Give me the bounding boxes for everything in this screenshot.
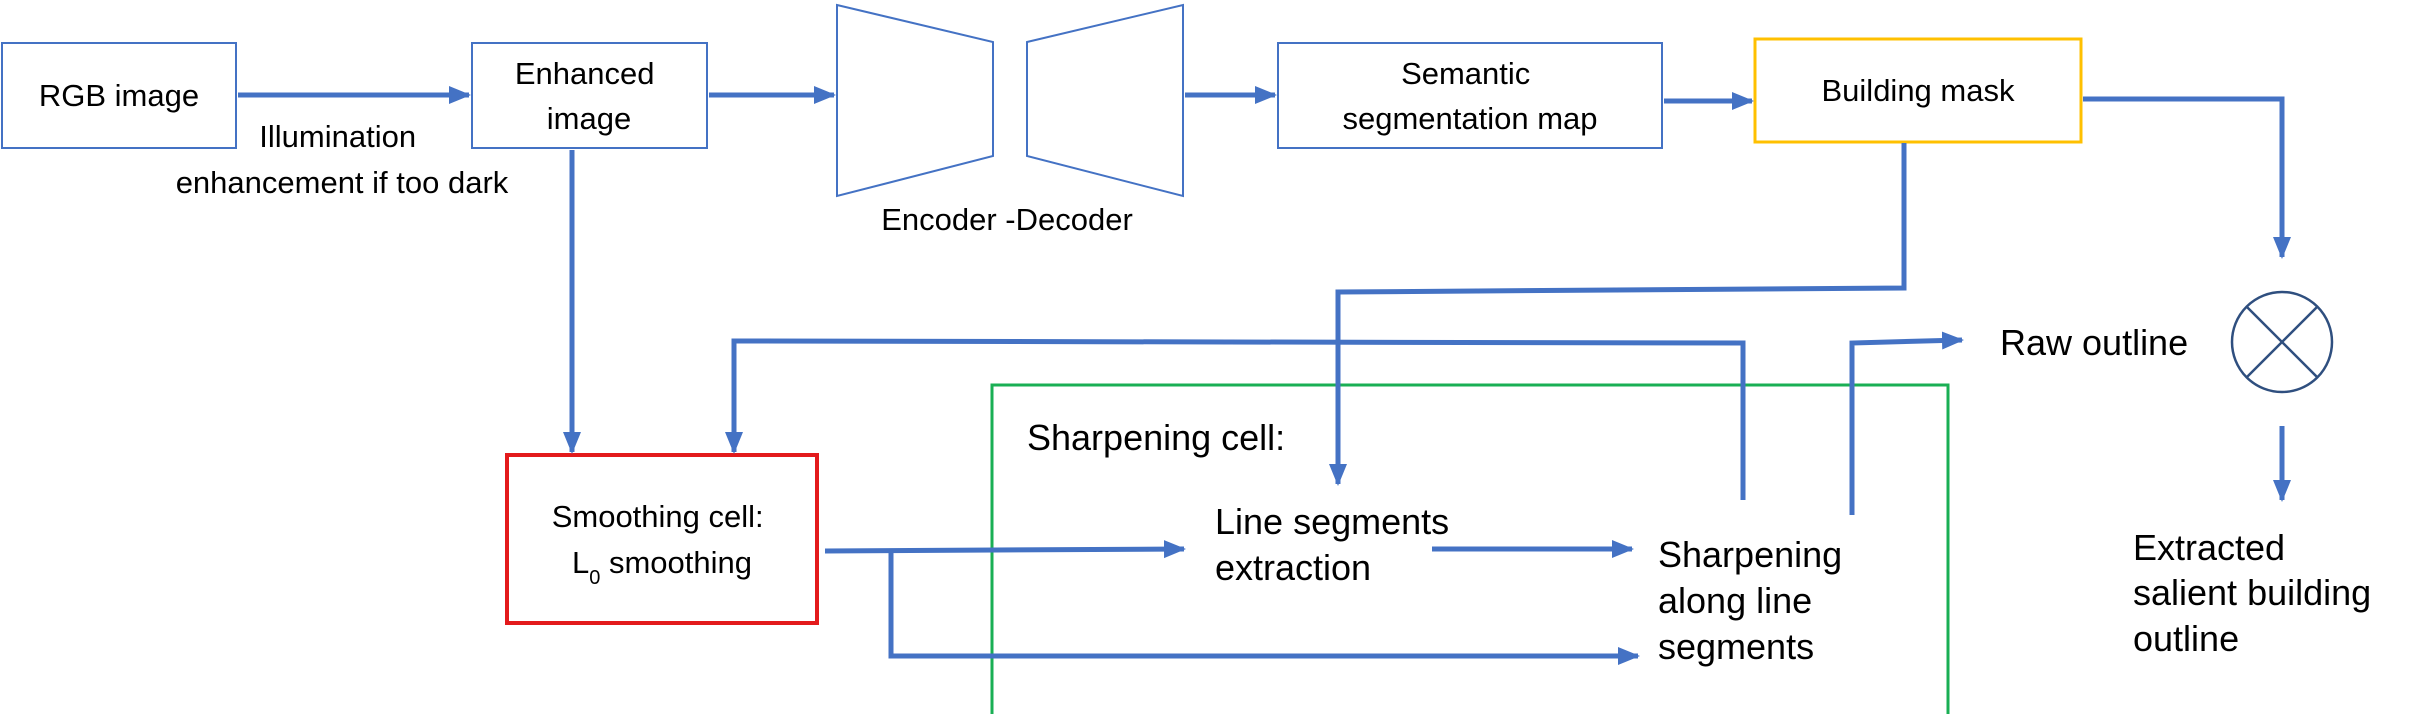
- rgb-image-label: RGB image: [39, 78, 199, 113]
- multiply-operator-icon: [2230, 290, 2334, 394]
- enhanced-image-label: Enhanced image: [515, 56, 663, 136]
- sharpening-cell-label: Sharpening cell:: [1027, 417, 1285, 458]
- line-segments-label: Line segments extraction: [1215, 501, 1459, 588]
- semantic-map-box: [1277, 42, 1663, 149]
- arrow-smoothing-to-sharpening-along: [888, 553, 1640, 665]
- arrow-sharpening-feedback-to-smoothing: [725, 338, 1746, 500]
- raw-outline-label: Raw outline: [2000, 322, 2188, 363]
- rgb-image-box: [1, 42, 237, 149]
- decoder-shape: [1026, 3, 1184, 198]
- building-mask-box: [1753, 37, 2083, 144]
- arrow-mask-to-multiply: [2083, 96, 2291, 259]
- illumination-note: Illumination enhancement if too dark: [176, 119, 509, 200]
- encoder-shape: [836, 3, 994, 198]
- arrow-sharpening-to-raw-outline: [1849, 331, 1964, 515]
- smoothing-cell-label: Smoothing cell: L0 smoothing: [552, 499, 773, 589]
- semantic-map-label: Semantic segmentation map: [1342, 56, 1597, 136]
- building-mask-label: Building mask: [1822, 73, 2015, 108]
- enhanced-image-box: [471, 42, 708, 149]
- arrow-mask-to-line-segments: [1329, 143, 1907, 486]
- extracted-outline-label: Extracted salient building outline: [2133, 527, 2381, 659]
- sharpening-along-label: Sharpening along line segments: [1658, 534, 1852, 667]
- arrow-smoothing-to-line-segments: [824, 540, 1186, 559]
- encoder-decoder-label: Encoder -Decoder: [881, 202, 1133, 237]
- smoothing-cell-box: [505, 453, 819, 625]
